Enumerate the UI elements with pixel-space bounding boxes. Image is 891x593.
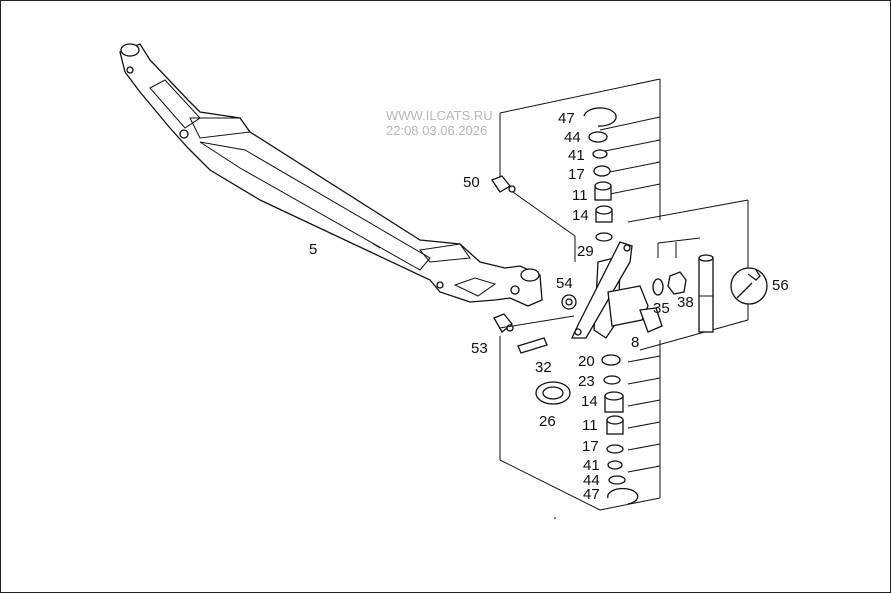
shim-29[interactable] xyxy=(595,232,613,242)
label-38[interactable]: 38 xyxy=(677,294,694,311)
label-5[interactable]: 5 xyxy=(309,241,317,258)
seal-17-top[interactable] xyxy=(593,165,611,177)
label-23[interactable]: 23 xyxy=(578,373,595,390)
pin-32[interactable] xyxy=(517,337,548,354)
label-50[interactable]: 50 xyxy=(463,174,480,191)
bearing-26[interactable] xyxy=(535,381,571,405)
label-26[interactable]: 26 xyxy=(539,413,556,430)
label-29[interactable]: 29 xyxy=(577,243,594,260)
bushing-14-top[interactable] xyxy=(595,205,613,223)
leader-5 xyxy=(371,242,381,249)
label-20[interactable]: 20 xyxy=(578,353,595,370)
label-17-bottom[interactable]: 17 xyxy=(582,438,599,455)
seal-23[interactable] xyxy=(603,375,621,385)
label-47-bottom[interactable]: 47 xyxy=(583,486,600,503)
label-17-top[interactable]: 17 xyxy=(568,166,585,183)
washer-44-top[interactable] xyxy=(588,131,608,143)
circlip-47-top[interactable] xyxy=(583,107,617,127)
wrench-icon[interactable] xyxy=(730,267,768,305)
label-41-bottom[interactable]: 41 xyxy=(583,457,600,474)
washer-44-bottom[interactable] xyxy=(608,475,626,485)
label-11-bottom[interactable]: 11 xyxy=(582,417,598,434)
label-8[interactable]: 8 xyxy=(631,334,639,351)
label-14-top[interactable]: 14 xyxy=(572,207,589,224)
label-56[interactable]: 56 xyxy=(772,277,789,294)
king-pin[interactable] xyxy=(698,254,714,333)
axle-beam-part[interactable] xyxy=(119,43,543,307)
label-53[interactable]: 53 xyxy=(471,340,488,357)
stray-dot xyxy=(554,517,556,519)
watermark-timestamp: 22:08 03.06.2026 xyxy=(386,123,487,138)
bushing-14-bottom[interactable] xyxy=(604,391,624,413)
ring-41-top[interactable] xyxy=(592,149,608,159)
steering-knuckle-8[interactable] xyxy=(570,241,663,339)
label-54[interactable]: 54 xyxy=(556,275,573,292)
circlip-47-bottom[interactable] xyxy=(607,487,639,505)
watermark-site: WWW.ILCATS.RU xyxy=(386,108,493,123)
label-32[interactable]: 32 xyxy=(535,359,552,376)
grease-fitting-53[interactable] xyxy=(493,313,514,333)
label-47-top[interactable]: 47 xyxy=(558,110,575,127)
label-41-top[interactable]: 41 xyxy=(568,147,585,164)
washer-35[interactable] xyxy=(652,278,664,296)
nut-54[interactable] xyxy=(561,294,577,310)
bottom-parts-panel xyxy=(499,315,661,511)
label-14-bottom[interactable]: 14 xyxy=(581,393,598,410)
washer-20[interactable] xyxy=(601,354,621,366)
label-11-top[interactable]: 11 xyxy=(572,187,588,204)
ring-41-bottom[interactable] xyxy=(607,460,623,470)
grease-fitting-50[interactable] xyxy=(491,175,516,193)
top-parts-panel xyxy=(499,78,661,262)
label-44-top[interactable]: 44 xyxy=(564,129,581,146)
bushing-11-bottom[interactable] xyxy=(606,415,624,435)
bushing-11-top[interactable] xyxy=(594,181,612,201)
seal-17-bottom[interactable] xyxy=(606,444,624,454)
label-35[interactable]: 35 xyxy=(653,300,670,317)
nut-38[interactable] xyxy=(667,271,687,295)
label-44-bottom[interactable]: 44 xyxy=(583,472,600,489)
